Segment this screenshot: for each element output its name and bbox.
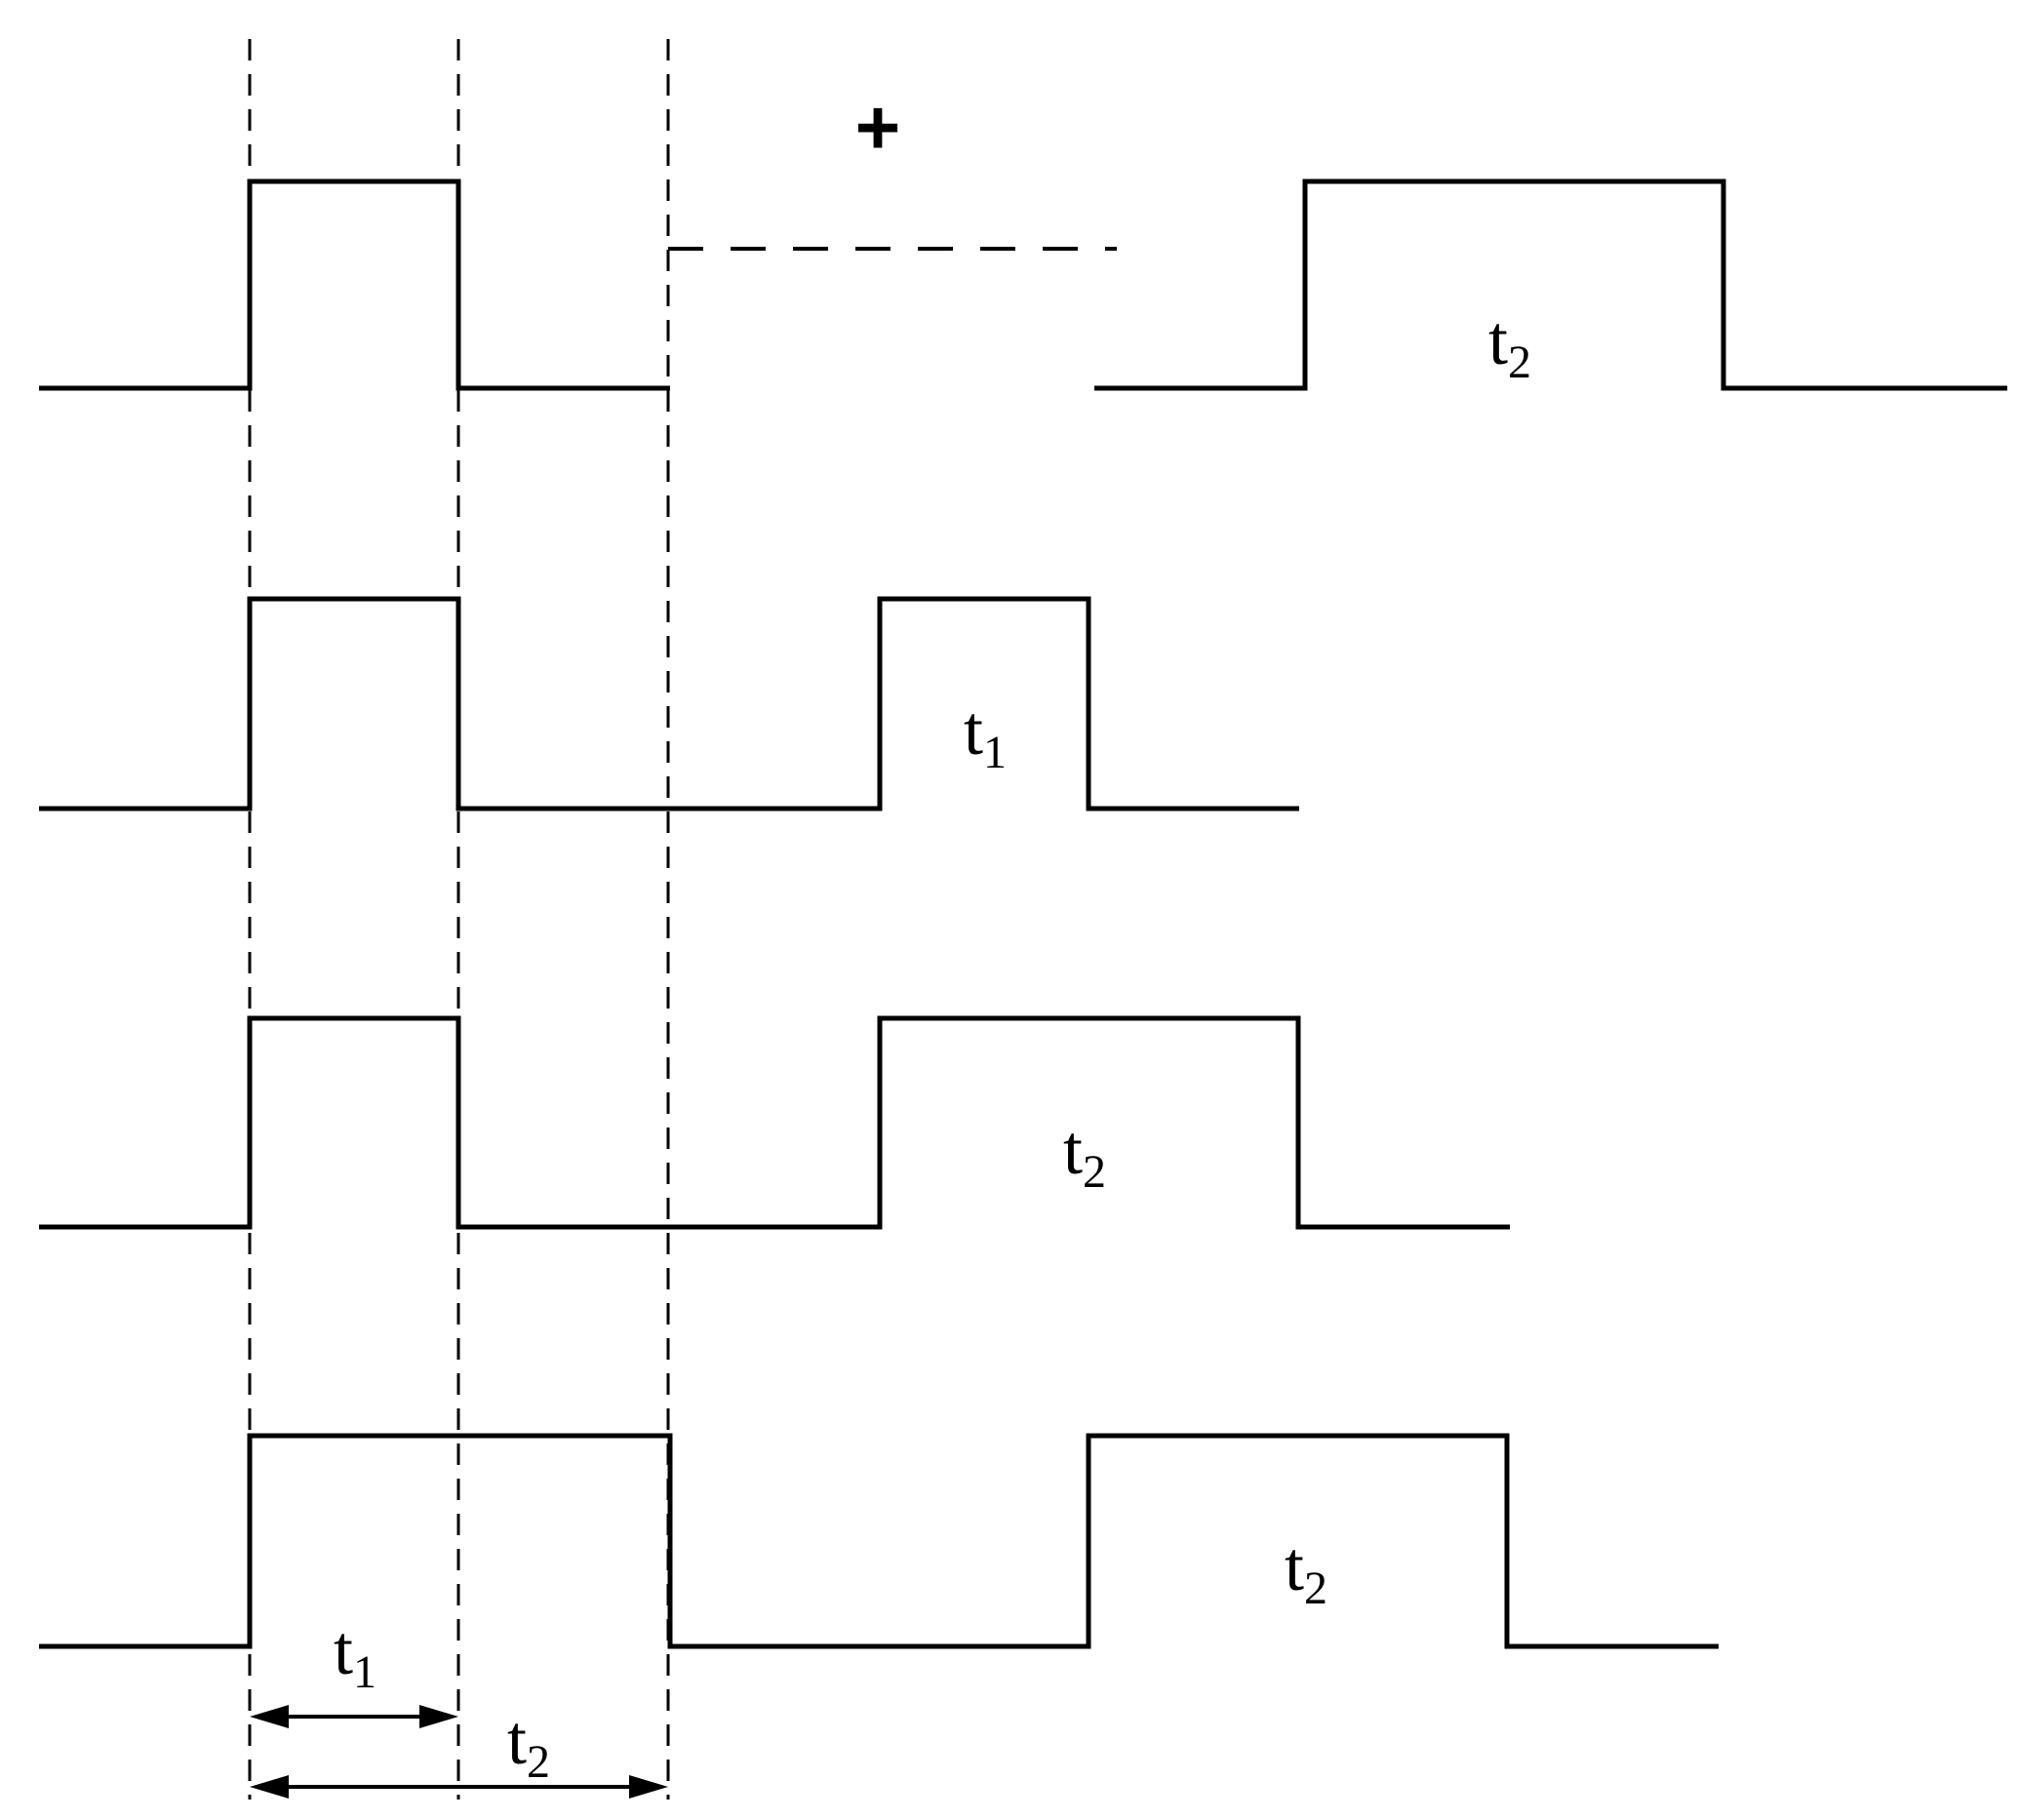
arrowhead-right-icon [419, 1705, 458, 1728]
waveform-1-left [39, 178, 670, 391]
waveform-2-pulse-label: t1 [964, 692, 1007, 778]
waveform-3 [39, 1015, 1510, 1230]
arrowhead-left-icon [250, 1705, 289, 1728]
waveform-1-right [1094, 178, 2007, 391]
plus-sign: + [855, 84, 901, 171]
dimension-t2-label: t2 [507, 1701, 550, 1788]
waveform-3-pulse-label: t2 [1063, 1111, 1106, 1198]
arrowhead-right-icon [629, 1775, 668, 1799]
arrowhead-left-icon [250, 1775, 289, 1799]
dimension-t1: t1 [250, 1611, 458, 1728]
dimension-t2: t2 [250, 1701, 668, 1799]
waveform-4-pulse-label: t2 [1285, 1527, 1327, 1614]
waveform-2 [39, 596, 1299, 811]
waveform-1-pulse-label: t2 [1488, 301, 1531, 388]
waveform-4 [39, 1433, 1719, 1649]
dimension-t1-label: t1 [334, 1611, 376, 1698]
